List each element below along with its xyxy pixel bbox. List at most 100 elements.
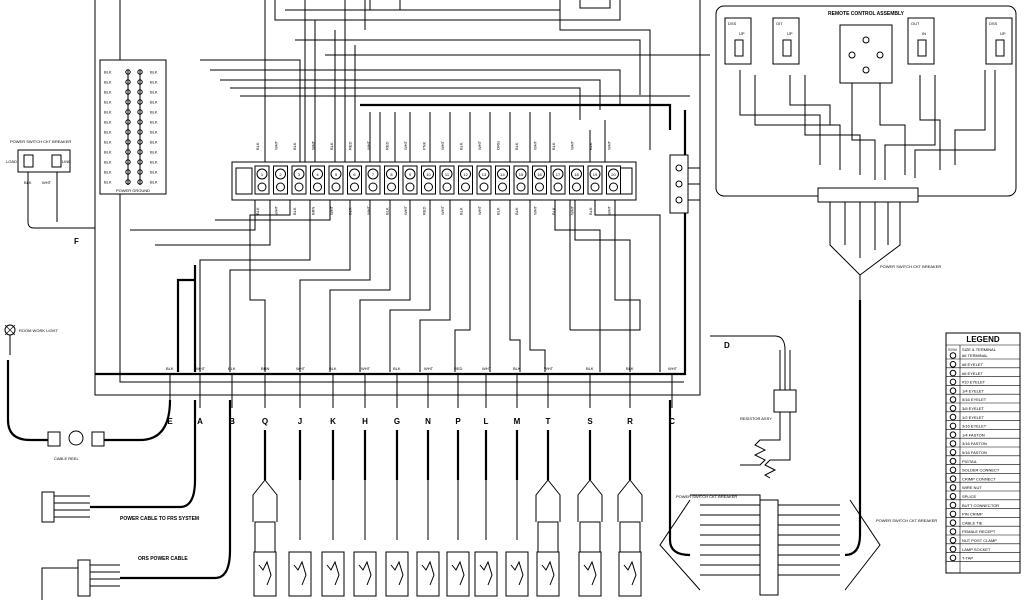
legend-item: #10 EYELET	[962, 380, 986, 385]
pg-row-left-label: BLK	[104, 180, 112, 185]
bus-wire-label: WHT	[424, 366, 434, 371]
legend-item: T-TAP	[962, 556, 973, 561]
legend-symbol	[949, 457, 957, 465]
legend-symbol	[949, 449, 957, 456]
terminal-bottom-wire-label: BLK	[255, 207, 260, 215]
terminal-bottom-wire-label: WHT	[607, 205, 612, 215]
legend-symbol	[949, 352, 957, 359]
terminal-top-wire-label: BLK	[551, 142, 556, 150]
bottom-breaker-left-label: POWER SWITCH CKT BREAKER	[676, 494, 737, 499]
left-wire-wht: WHT	[42, 180, 52, 185]
terminal-top-wire-label: WHT	[311, 140, 316, 150]
pg-row-left-label: BLK	[104, 120, 112, 125]
cable-letter: P	[455, 417, 461, 426]
legend-symbol	[949, 493, 957, 500]
legend-item: PIN CRIMP	[962, 512, 983, 517]
right-connector	[669, 154, 700, 214]
lamp-socket	[288, 551, 312, 597]
terminal-number: 13	[482, 172, 487, 177]
legend-symbol	[949, 484, 957, 491]
cable-letter: C	[669, 417, 675, 426]
terminal-block: 1BLKBLK2WHTWHT3BLKBLK4WHTBRN5BLKWHT6REDB…	[231, 140, 637, 215]
pg-row-left-label: BLK	[104, 170, 112, 175]
terminal-screw	[404, 168, 416, 180]
left-breaker: POWER SWITCH CKT BREAKER LOAD LINE BLK W…	[6, 139, 95, 246]
lamp-socket	[385, 551, 409, 597]
terminal-bottom-wire-label: BLK	[292, 207, 297, 215]
terminal-number: 20	[611, 172, 616, 177]
legend-symbol	[949, 431, 957, 439]
cable-letter: N	[425, 417, 431, 426]
terminal-number: 19	[593, 172, 598, 177]
terminal-number: 5	[335, 172, 338, 177]
legend-header-size: SIZE & TERMINAL	[962, 347, 997, 352]
legend-symbol	[949, 378, 957, 386]
legend-item: 3/8 EYELET	[962, 406, 985, 411]
terminal-bottom-wire-label: BLK	[459, 207, 464, 215]
legend-item: WIRE NUT	[962, 485, 982, 490]
bus-wire-label: WHT	[668, 366, 678, 371]
terminal-screw-lower	[442, 182, 452, 192]
terminal-screw-lower	[387, 182, 396, 192]
terminal-number: 14	[500, 172, 505, 177]
terminal-screw-lower	[331, 182, 341, 192]
rc-switch-label: DSS	[728, 21, 737, 26]
work-light-group: ROOM WORK LIGHT CABLE REEL	[4, 324, 172, 461]
terminal-number: 17	[556, 172, 561, 177]
legend-item: 3/16 EYELET	[962, 424, 987, 429]
cable-letter: S	[587, 417, 593, 426]
bus-wire-label: RED	[454, 366, 463, 371]
bus-wire-label: WHT	[196, 366, 206, 371]
rc-switch-label: DSS	[989, 21, 998, 26]
pg-row-right-label: BLK	[150, 160, 158, 165]
terminal-number: 16	[537, 172, 542, 177]
ors-cable-label: ORS POWER CABLE	[138, 556, 188, 562]
terminal-bottom-wire-label: BLK	[496, 207, 501, 215]
pg-row-left-label: BLK	[104, 70, 112, 75]
terminal-screw-lower	[405, 182, 415, 192]
pg-row-right-label: BLK	[150, 90, 158, 95]
terminal-bottom-wire-label: RED	[422, 206, 427, 215]
terminal-top-wire-label: PNK	[422, 141, 427, 150]
terminal-number: 8	[390, 172, 393, 177]
terminal-screw-lower	[424, 182, 433, 192]
terminal-screw-lower	[257, 182, 267, 192]
terminal-screw	[571, 168, 582, 180]
terminal-top-wire-label: RED	[348, 141, 353, 150]
cable-letter: E	[167, 417, 173, 426]
legend-item: SOLDER CONNECT	[962, 468, 1000, 473]
left-breaker-title: POWER SWITCH CKT BREAKER	[10, 139, 71, 144]
legend-header-sym: SYM	[948, 347, 957, 352]
pg-row-left-label: BLK	[104, 140, 112, 145]
bus-wire-label: BLK	[393, 366, 401, 371]
terminal-screw-lower	[535, 182, 544, 192]
cable-letter-f: F	[74, 237, 79, 246]
line-label: LINE	[62, 159, 71, 164]
terminal-screw	[534, 168, 545, 180]
rc-switch-label: OUT	[911, 21, 920, 26]
lamp-socket	[446, 551, 470, 597]
pg-row-right-label: BLK	[150, 140, 158, 145]
bus-wire-label: WHT	[482, 366, 492, 371]
power-ground-label: POWER GROUND	[116, 188, 150, 193]
terminal-bottom-wire-label: BLK	[385, 207, 390, 215]
terminal-bottom-wire-label: WHT	[533, 205, 538, 215]
terminal-screw	[441, 168, 453, 180]
cable-letter: A	[197, 417, 203, 426]
terminal-bottom-wire-label: BRN	[311, 206, 316, 215]
lamp-socket	[505, 551, 529, 597]
legend-symbol	[949, 528, 957, 535]
resistor-label: RESISTOR ASSY	[740, 416, 772, 421]
legend-symbol	[949, 369, 957, 377]
terminal-number: 1	[261, 172, 264, 177]
terminal-bottom-wire-label: WHT	[477, 205, 482, 215]
terminal-screw	[552, 168, 564, 180]
rc-switch-toggle	[782, 39, 792, 57]
terminal-bottom-wire-label: BLK	[514, 207, 519, 215]
terminal-top-wire-label: BLK	[514, 142, 519, 150]
lamp-socket	[253, 551, 277, 597]
legend-item: 5/16 FASTON	[962, 450, 987, 455]
